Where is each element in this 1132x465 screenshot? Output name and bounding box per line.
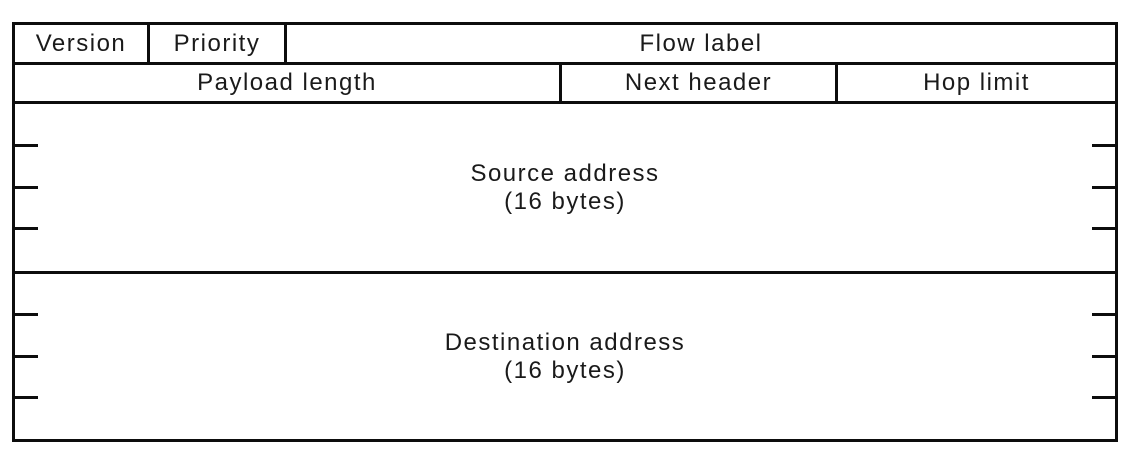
field-version-label: Version bbox=[35, 29, 127, 57]
field-version: Version bbox=[15, 25, 150, 62]
field-priority-label: Priority bbox=[173, 29, 261, 57]
byte-boundary-tick bbox=[15, 185, 38, 189]
field-hop-limit: Hop limit bbox=[838, 65, 1115, 101]
byte-boundary-tick bbox=[1092, 185, 1115, 189]
header-row-2: Payload length Next header Hop limit bbox=[15, 65, 1115, 104]
byte-boundary-tick bbox=[15, 354, 38, 358]
field-source-address: Source address (16 bytes) bbox=[15, 104, 1115, 274]
byte-boundary-tick bbox=[15, 143, 38, 147]
field-hop-limit-label: Hop limit bbox=[923, 69, 1030, 96]
byte-boundary-tick bbox=[1092, 227, 1115, 231]
byte-boundary-tick bbox=[15, 227, 38, 231]
byte-boundary-tick bbox=[15, 395, 38, 399]
field-flow-label-label: Flow label bbox=[639, 29, 763, 57]
destination-address-line2: (16 bytes) bbox=[504, 356, 626, 384]
header-frame: Version Priority Flow label Payload leng… bbox=[12, 22, 1118, 442]
header-row-1: Version Priority Flow label bbox=[15, 25, 1115, 65]
byte-boundary-tick bbox=[1092, 395, 1115, 399]
source-address-label: Source address (16 bytes) bbox=[470, 160, 659, 216]
field-flow-label: Flow label bbox=[287, 25, 1115, 62]
field-next-header: Next header bbox=[562, 65, 838, 101]
destination-address-label: Destination address (16 bytes) bbox=[445, 329, 686, 385]
byte-boundary-tick bbox=[1092, 143, 1115, 147]
field-payload-length-label: Payload length bbox=[197, 69, 377, 96]
byte-boundary-tick bbox=[15, 313, 38, 317]
byte-boundary-tick bbox=[1092, 313, 1115, 317]
destination-address-line1: Destination address bbox=[444, 328, 686, 356]
field-next-header-label: Next header bbox=[624, 69, 773, 96]
source-address-line1: Source address bbox=[470, 159, 660, 187]
field-destination-address: Destination address (16 bytes) bbox=[15, 274, 1115, 439]
byte-boundary-tick bbox=[1092, 354, 1115, 358]
source-address-line2: (16 bytes) bbox=[504, 187, 626, 215]
field-priority: Priority bbox=[150, 25, 287, 62]
field-payload-length: Payload length bbox=[15, 65, 562, 101]
